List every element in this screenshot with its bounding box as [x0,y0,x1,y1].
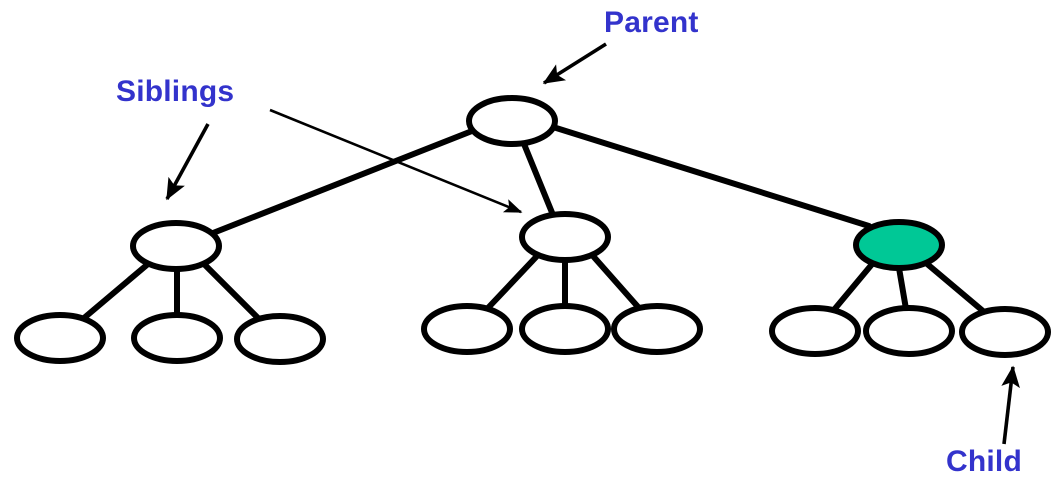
tree-node[interactable] [130,220,222,272]
annotation-arrow-siblings [165,123,210,201]
tree-edge [484,252,541,312]
annotation-arrow-siblings-to-center [269,108,523,214]
annotation-arrow-child [1001,365,1020,445]
annotation-label-parent: Parent [604,6,699,39]
tree-node-highlighted[interactable] [853,219,945,271]
tree-node[interactable] [519,211,611,263]
tree-edge [81,261,151,321]
tree-edge [210,128,475,236]
annotation-label-child: Child [946,445,1022,478]
annotation-arrow-parent [542,42,607,85]
tree-nodes [14,95,1051,365]
tree-node[interactable] [519,303,611,355]
tree-node[interactable] [421,303,513,355]
tree-node[interactable] [131,312,223,364]
tree-edge [896,265,909,312]
tree-node[interactable] [611,303,703,355]
tree-edge [521,141,556,218]
tree-edge [550,124,872,229]
tree-node[interactable] [234,313,326,365]
annotation-label-siblings: Siblings [116,75,235,108]
tree-edge [590,253,642,311]
tree-edges [81,124,986,322]
tree-edge [923,260,986,314]
tree-node[interactable] [769,305,861,357]
tree-node[interactable] [466,95,558,147]
tree-node[interactable] [863,305,955,357]
tree-edge [830,260,876,314]
tree-node[interactable] [14,312,106,364]
tree-node[interactable] [959,306,1051,358]
tree-edge [202,262,262,322]
annotation-arrows [165,42,1020,445]
